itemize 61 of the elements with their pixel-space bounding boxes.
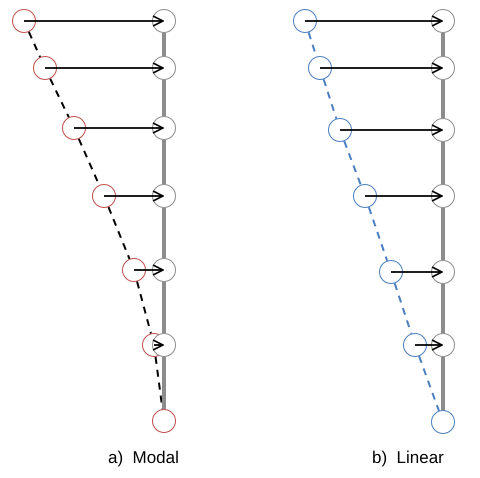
dashed-line [154, 356, 164, 410]
arrow [74, 122, 164, 134]
track-line [441, 33, 445, 56]
circle-marker [293, 9, 317, 33]
arrow [134, 264, 164, 276]
circle-marker [33, 56, 57, 80]
dashed-line [368, 207, 388, 261]
arrow [365, 190, 443, 202]
dashed-line [136, 281, 152, 334]
circle-marker [92, 184, 116, 208]
circle-marker [152, 116, 176, 140]
circle-marker [152, 9, 176, 33]
dashed-line [108, 206, 130, 260]
track-line [162, 80, 166, 116]
track-line [441, 357, 445, 410]
dashed-line [418, 356, 440, 412]
arrow [320, 62, 443, 74]
track-line [162, 282, 166, 333]
circle-marker [122, 258, 146, 282]
arrow [305, 15, 443, 27]
dashed-line [394, 283, 412, 334]
arrow [391, 266, 443, 278]
arrow [24, 15, 164, 27]
arrow [340, 124, 443, 136]
track-line [441, 142, 445, 184]
circle-marker [431, 184, 455, 208]
arrow [152, 339, 164, 351]
circle-marker [152, 333, 176, 357]
circle-marker [308, 56, 332, 80]
arrow [415, 339, 443, 351]
circle-marker [62, 116, 86, 140]
track-line [441, 208, 445, 260]
circle-marker [431, 9, 455, 33]
circle-marker [152, 56, 176, 80]
circle-marker [12, 9, 36, 33]
panel-label: a) Modal [108, 448, 179, 468]
panel-label: b) Linear [372, 448, 444, 468]
circle-marker [152, 184, 176, 208]
dashed-line [322, 79, 338, 119]
circle-marker [152, 258, 176, 282]
circle-marker [353, 184, 377, 208]
track-line [441, 80, 445, 118]
arrow [45, 62, 164, 74]
circle-marker [403, 333, 427, 357]
track-line [162, 33, 166, 56]
circle-marker [431, 56, 455, 80]
circle-marker [379, 260, 403, 284]
circle-marker [431, 410, 455, 434]
track-line [162, 208, 166, 258]
circle-marker [431, 333, 455, 357]
track-line [162, 140, 166, 184]
circle-marker [431, 260, 455, 284]
dashed-line [343, 140, 362, 186]
track-line [441, 284, 445, 333]
dashed-line [49, 78, 70, 118]
circle-marker [152, 409, 176, 433]
circle-marker [328, 118, 352, 142]
circle-marker [431, 118, 455, 142]
dashed-line [28, 32, 42, 58]
track-line [162, 357, 166, 409]
arrow [104, 190, 164, 202]
